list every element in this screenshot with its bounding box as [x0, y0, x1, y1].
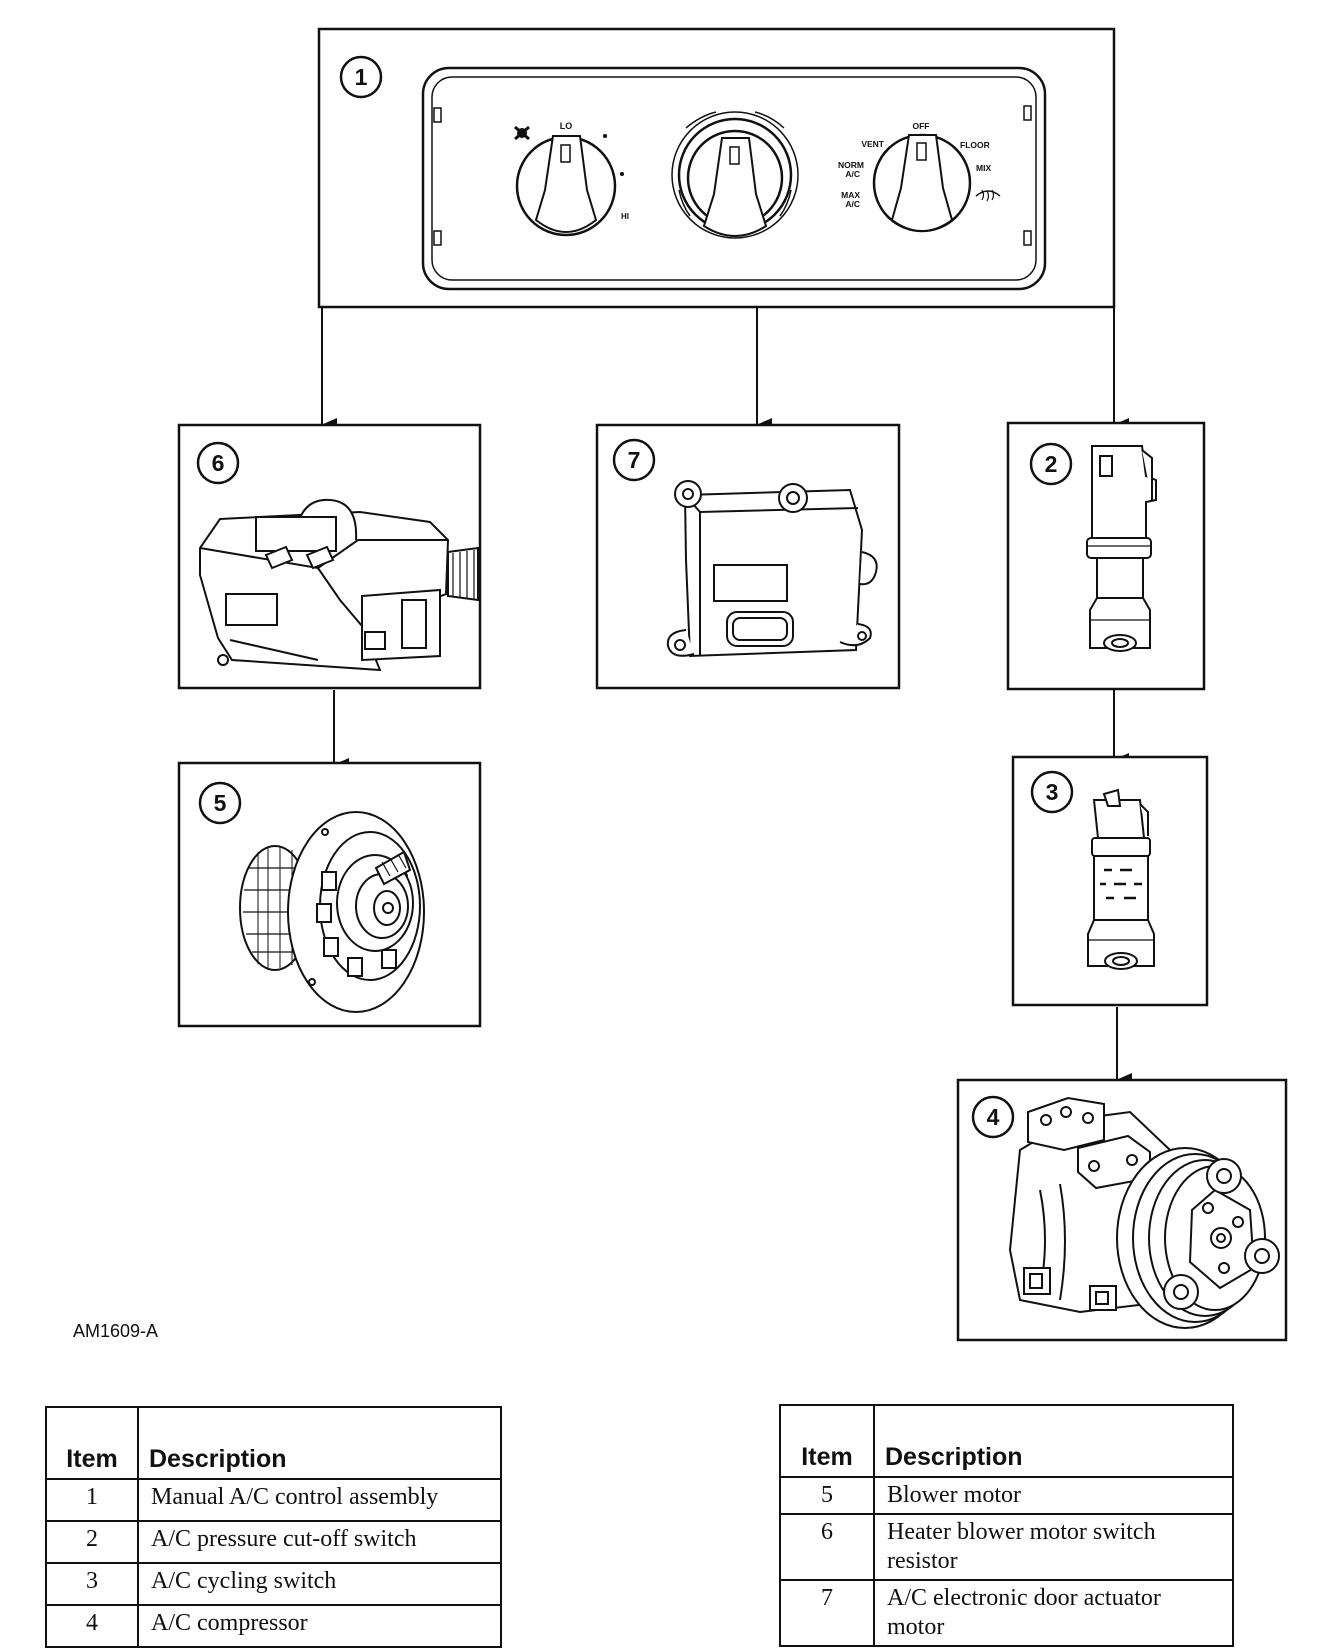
callout-2-label: 2	[1045, 451, 1058, 477]
legend-right-description-header: Description	[873, 1404, 1234, 1478]
item-number: 2	[45, 1520, 139, 1564]
legend-table-left: Item Description 1 Manual A/C control as…	[45, 1406, 502, 1648]
mode-norm-ac-label: A/C	[845, 169, 860, 179]
item-number: 4	[45, 1604, 139, 1648]
callout-7-circle	[612, 438, 656, 482]
temperature-knob	[671, 111, 799, 239]
switch-resistor-box: 6	[177, 423, 482, 690]
connector-arrows	[321, 307, 1132, 1087]
item-number: 5	[779, 1476, 875, 1515]
blower-speed-knob: LO HI	[515, 121, 629, 237]
item-description: Blower motor	[873, 1476, 1234, 1515]
callout-5-circle	[198, 781, 242, 825]
callout-4-label: 4	[987, 1104, 1000, 1130]
table-row: 6 Heater blower motor switch resistor	[779, 1513, 1234, 1581]
switch-resistor-drawing	[199, 498, 479, 672]
item-description: Heater blower motor switch resistor	[873, 1513, 1234, 1581]
door-actuator-box: 7	[595, 423, 901, 690]
blower-motor-drawing	[239, 811, 425, 1013]
fan-icon	[514, 125, 530, 141]
callout-1-circle	[339, 55, 383, 99]
control-panel-face: LO HI	[421, 66, 1047, 291]
table-row: 2 A/C pressure cut-off switch	[45, 1520, 502, 1564]
door-actuator-drawing	[666, 480, 878, 658]
item-number: 3	[45, 1562, 139, 1606]
table-row: 7 A/C electronic door actuator motor	[779, 1579, 1234, 1647]
item-description: Manual A/C control assembly	[137, 1478, 502, 1522]
defrost-icon	[975, 189, 1001, 202]
mode-max-label: MAX	[841, 190, 860, 200]
callout-3-circle	[1030, 770, 1074, 814]
mode-max-ac-label: A/C	[845, 199, 860, 209]
blower-motor-box: 5	[177, 761, 482, 1028]
callout-6-circle	[196, 441, 240, 485]
pressure-switch-box: 2	[1006, 421, 1206, 691]
compressor-drawing	[1008, 1096, 1280, 1329]
table-row: 1 Manual A/C control assembly	[45, 1478, 502, 1522]
item-description: A/C cycling switch	[137, 1562, 502, 1606]
item-description: A/C compressor	[137, 1604, 502, 1648]
blower-lo-label: LO	[560, 121, 573, 131]
legend-right-header: Item Description	[779, 1404, 1234, 1478]
item-number: 1	[45, 1478, 139, 1522]
item-description: A/C electronic door actuator motor	[873, 1579, 1234, 1647]
cycling-switch-box: 3	[1011, 755, 1209, 1007]
legend-left-item-header: Item	[45, 1406, 139, 1480]
compressor-box: 4	[956, 1078, 1288, 1342]
table-row: 3 A/C cycling switch	[45, 1562, 502, 1606]
legend-table-right: Item Description 5 Blower motor 6 Heater…	[779, 1404, 1234, 1647]
table-row: 4 A/C compressor	[45, 1604, 502, 1648]
legend-left-header: Item Description	[45, 1406, 502, 1480]
pressure-switch-drawing	[1086, 445, 1157, 652]
callout-3-label: 3	[1046, 779, 1059, 805]
mode-norm-label: NORM	[838, 160, 864, 170]
mode-off-label: OFF	[913, 121, 930, 131]
table-row: 5 Blower motor	[779, 1476, 1234, 1515]
blower-hi-label: HI	[621, 212, 629, 221]
mode-floor-label: FLOOR	[960, 140, 990, 150]
item-number: 7	[779, 1579, 875, 1647]
legend-right-item-header: Item	[779, 1404, 875, 1478]
control-assembly-box: 1 LO HI	[317, 27, 1116, 309]
figure-code: AM1609-A	[73, 1321, 159, 1341]
item-number: 6	[779, 1513, 875, 1581]
callout-7-label: 7	[628, 447, 641, 473]
mode-vent-label: VENT	[861, 139, 884, 149]
legend-left-description-header: Description	[137, 1406, 502, 1480]
mode-mix-label: MIX	[976, 163, 991, 173]
callout-6-label: 6	[212, 450, 225, 476]
mode-knob: OFF VENT FLOOR NORM A/C MIX MAX A/C	[838, 121, 991, 233]
callout-1-label: 1	[355, 64, 368, 90]
item-description: A/C pressure cut-off switch	[137, 1520, 502, 1564]
callout-4-circle	[971, 1095, 1015, 1139]
callout-2-circle	[1029, 442, 1073, 486]
callout-5-label: 5	[214, 790, 227, 816]
cycling-switch-drawing	[1087, 788, 1155, 970]
